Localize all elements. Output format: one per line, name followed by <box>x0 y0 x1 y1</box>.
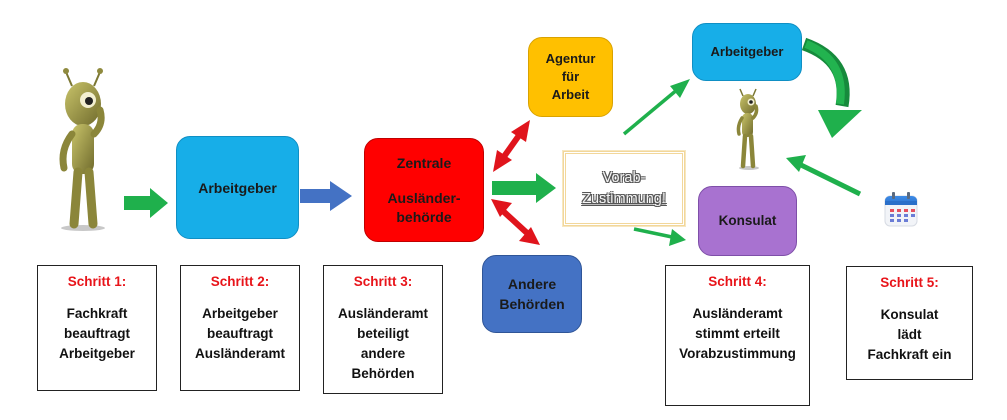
node-andere-line1: Andere <box>507 276 557 292</box>
node-agentur-line1: Agentur <box>545 51 596 66</box>
arrow-vorab-arbeitgeber <box>622 79 690 136</box>
arrow-vorab-konsulat <box>633 227 686 246</box>
node-zentrale-line2: Ausländer- <box>387 189 461 206</box>
step-3-line: Behörden <box>351 366 415 381</box>
step-2-title: Schritt 2: <box>210 274 270 289</box>
node-zentrale-line1: Zentrale <box>396 154 452 171</box>
node-arbeitgeber: Arbeitgeber <box>176 136 299 239</box>
node-vorab-line2: Zustimmung! <box>582 190 666 207</box>
node-konsulat-label: Konsulat <box>718 213 777 228</box>
node-agentur-line3: Arbeit <box>551 87 590 102</box>
node-konsulat: Konsulat <box>698 186 797 256</box>
step-3-line: Ausländeramt <box>337 306 429 321</box>
step-2: Schritt 2: Arbeitgeber beauftragt Auslän… <box>180 265 300 391</box>
step-3-title: Schritt 3: <box>353 274 413 289</box>
step-1-title: Schritt 1: <box>67 274 127 289</box>
step-5-line: Konsulat <box>880 307 939 322</box>
arrow-arbeitgeber-curve <box>801 37 862 138</box>
node-zentrale-auslaenderbehoerde: Zentrale Ausländer- behörde <box>364 138 484 242</box>
node-andere-line2: Behörden <box>499 296 565 312</box>
arrow-step1 <box>124 188 168 218</box>
node-agentur-line2: für <box>561 69 580 84</box>
step-3: Schritt 3: Ausländeramt beteiligt andere… <box>323 265 443 394</box>
step-4-line: stimmt erteilt <box>695 326 780 341</box>
node-arbeitgeber-label: Arbeitgeber <box>198 179 277 196</box>
step-1: Schritt 1: Fachkraft beauftragt Arbeitge… <box>37 265 157 391</box>
arrow-zentrale-agentur <box>493 120 530 172</box>
node-agentur-fuer-arbeit: Agentur für Arbeit <box>528 37 613 117</box>
arrow-calendar-figure <box>786 155 862 197</box>
step-2-line: Arbeitgeber <box>202 306 278 321</box>
node-arbeitgeber-2-label: Arbeitgeber <box>710 44 784 59</box>
calendar-icon <box>884 192 918 227</box>
step-4-title: Schritt 4: <box>708 274 767 289</box>
step-3-line: andere <box>360 346 406 361</box>
node-arbeitgeber-2: Arbeitgeber <box>692 23 802 81</box>
step-1-line: beauftragt <box>63 326 130 341</box>
alien-figure-large-icon <box>59 68 105 231</box>
step-5-title: Schritt 5: <box>880 275 939 290</box>
node-vorab-zustimmung: Vorab- Zustimmung! <box>562 150 686 227</box>
step-1-line: Fachkraft <box>66 306 128 321</box>
arrow-step2 <box>300 181 352 211</box>
step-4-line: Ausländeramt <box>692 306 783 321</box>
node-zentrale-line3: behörde <box>396 208 452 225</box>
node-vorab-line1: Vorab- <box>602 169 646 186</box>
step-2-line: beauftragt <box>206 326 273 341</box>
step-4-line: Vorabzustimmung <box>679 346 796 361</box>
arrow-to-vorab <box>492 173 556 203</box>
step-5-line: lädt <box>897 327 922 342</box>
step-4: Schritt 4: Ausländeramt stimmt erteilt V… <box>665 265 810 406</box>
step-5: Schritt 5: Konsulat lädt Fachkraft ein <box>846 266 973 380</box>
node-andere-behoerden: Andere Behörden <box>482 255 582 333</box>
arrow-zentrale-andere <box>491 199 540 245</box>
step-2-line: Ausländeramt <box>194 346 286 361</box>
alien-figure-small-icon <box>736 88 759 170</box>
step-3-line: beteiligt <box>357 326 409 341</box>
step-1-line: Arbeitgeber <box>59 346 135 361</box>
step-5-line: Fachkraft ein <box>867 347 952 362</box>
